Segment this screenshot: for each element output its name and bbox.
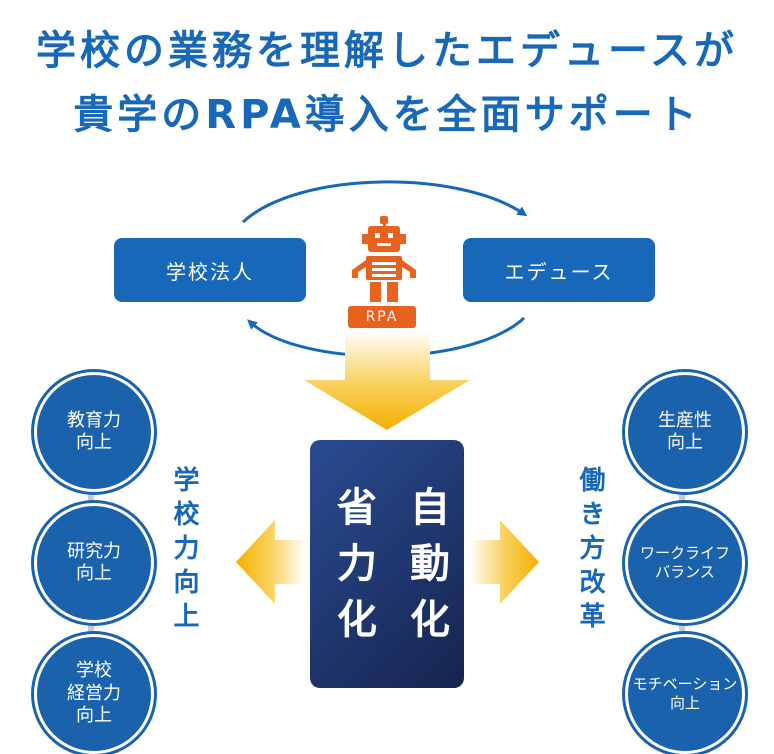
- title-line-2: 貴学のRPA導入を全面サポート: [73, 92, 701, 138]
- school-corporation-box: 学校法人: [114, 238, 306, 302]
- circle-education-text: 教育力 向上: [67, 409, 121, 454]
- circle-education: 教育力 向上: [34, 372, 154, 492]
- work-style-label: 働き方改革: [575, 466, 605, 636]
- center-panel: [310, 440, 464, 688]
- circle-work-life-balance-text: ワークライフ バランス: [639, 544, 730, 581]
- school-power-label: 学校力向上: [169, 466, 199, 636]
- circle-productivity-text: 生産性 向上: [658, 409, 712, 454]
- circle-research: 研究力 向上: [34, 503, 154, 623]
- title-line-1: 学校の業務を理解したエデュースが: [36, 28, 738, 74]
- automation-text: 自動化: [403, 486, 449, 654]
- circle-research-text: 研究力 向上: [67, 540, 121, 585]
- down-arrow: [304, 330, 470, 430]
- rpa-label: RPA: [348, 306, 416, 328]
- circle-management-text: 学校 経営力 向上: [67, 660, 121, 727]
- robot-face: [372, 233, 396, 277]
- right-arrow: [470, 520, 539, 604]
- left-arrow: [236, 520, 305, 604]
- robot-icon: [352, 216, 416, 302]
- circle-productivity: 生産性 向上: [625, 372, 745, 492]
- educe-box: エデュース: [463, 238, 655, 302]
- circle-motivation-text: モチベーション 向上: [632, 675, 738, 712]
- circle-motivation: モチベーション 向上: [625, 634, 745, 754]
- circle-work-life-balance: ワークライフ バランス: [625, 503, 745, 623]
- cycle-arrow-top: [241, 180, 528, 224]
- circle-management: 学校 経営力 向上: [34, 634, 154, 754]
- labor-saving-text: 省力化: [330, 486, 376, 654]
